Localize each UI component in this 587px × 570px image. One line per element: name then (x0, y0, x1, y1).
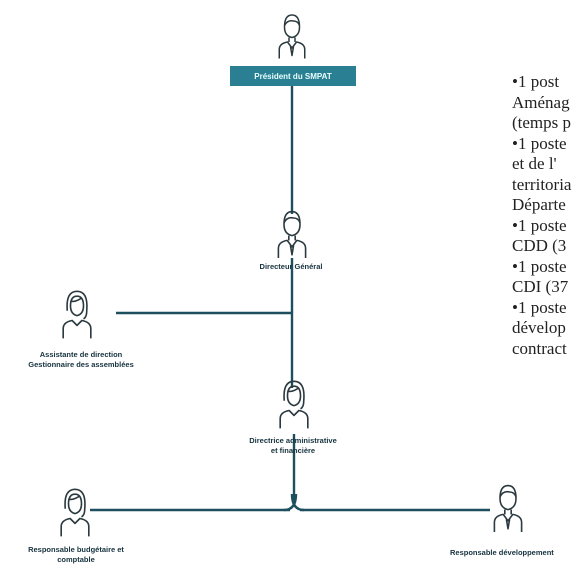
side-text-line: contract (512, 338, 567, 358)
side-text-line: CDD (3 (512, 236, 567, 255)
director-general-title: Directeur Général (259, 262, 323, 271)
daf-label: Directrice administrative et financière (249, 436, 337, 456)
daf-title-line1: Directrice administrative (249, 436, 337, 445)
female-person-icon (60, 488, 90, 537)
budget-label: Responsable budgétaire et comptable (28, 545, 124, 565)
budget-title-line2: comptable (57, 555, 95, 564)
female-person-icon (279, 380, 309, 429)
assistant-label: Assistante de direction Gestionnaire des… (28, 350, 133, 370)
side-text-block: •1 post Aménag (temps p •1 poste et de l… (512, 72, 587, 359)
side-text-line: •1 poste (512, 256, 567, 276)
side-text-line: CDI (37 (512, 277, 569, 296)
dev-title: Responsable développement (450, 548, 554, 557)
daf-title-line2: et financière (270, 446, 316, 455)
side-text-line: et de l' (512, 154, 557, 173)
side-text-line: •1 poste (512, 297, 567, 317)
side-text-line: (temps p (512, 113, 572, 132)
dev-label: Responsable développement (450, 548, 554, 558)
side-text-line: Départe (512, 195, 566, 214)
side-text-line: territoria (512, 174, 572, 194)
president-title-banner: Président du SMPAT (230, 66, 356, 86)
side-text-line: •1 poste (512, 215, 567, 235)
president-title: Président du SMPAT (254, 71, 332, 81)
male-person-icon (278, 14, 306, 59)
director-general-label: Directeur Général (260, 262, 323, 272)
assistant-title-line2: Gestionnaire des assemblées (28, 360, 134, 369)
female-person-icon (62, 290, 92, 339)
male-person-icon (277, 210, 307, 258)
assistant-title-line1: Assistante de direction (39, 350, 123, 359)
budget-title-line1: Responsable budgétaire et (28, 545, 124, 554)
male-person-icon (493, 484, 523, 532)
side-text-line: •1 post (512, 72, 560, 91)
side-text-line: Aménag (512, 92, 570, 112)
side-text-line: dévelop (512, 318, 566, 337)
side-text-line: •1 poste (512, 133, 567, 153)
